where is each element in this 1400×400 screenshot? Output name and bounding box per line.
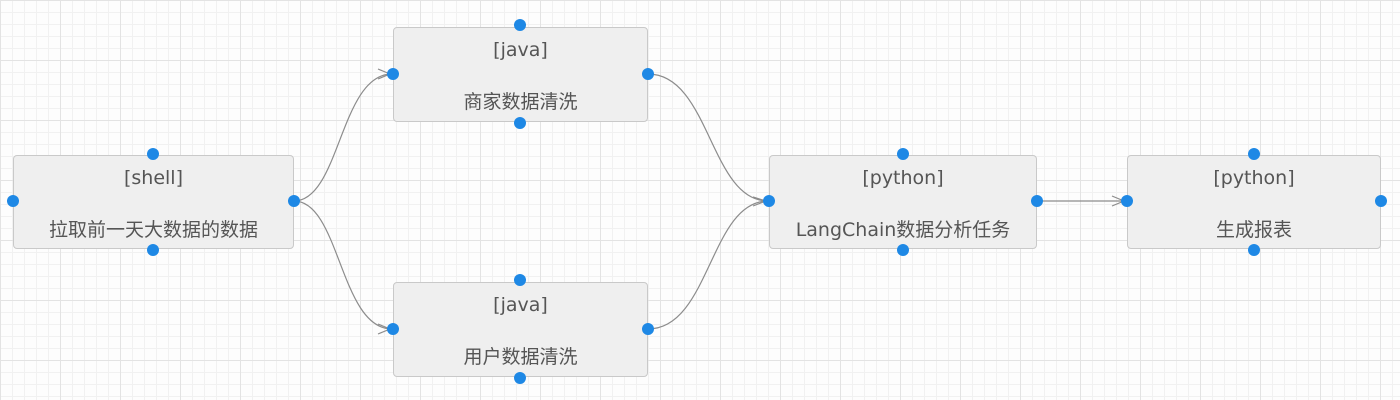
node-java-merchant[interactable]: [java] 商家数据清洗 (393, 27, 648, 122)
node-title: 生成报表 (1215, 219, 1292, 241)
port-shell-top[interactable] (147, 148, 159, 160)
node-shell[interactable]: [shell] 拉取前一天大数据的数据 (13, 155, 294, 249)
node-type-label: [python] (1213, 167, 1295, 189)
node-type-label: [shell] (123, 167, 183, 189)
port-user-top[interactable] (514, 274, 526, 286)
port-merchant-bottom[interactable] (514, 117, 526, 129)
node-python-analysis[interactable]: [python] LangChain数据分析任务 (769, 155, 1037, 249)
port-user-right[interactable] (642, 323, 654, 335)
edge-user-to-analysis[interactable] (647, 200, 769, 330)
node-type-label: [java] (493, 294, 548, 316)
port-merchant-left[interactable] (387, 68, 399, 80)
port-report-top[interactable] (1248, 148, 1260, 160)
port-shell-bottom[interactable] (147, 244, 159, 256)
port-analysis-bottom[interactable] (897, 244, 909, 256)
node-python-report[interactable]: [python] 生成报表 (1127, 155, 1381, 249)
port-report-right[interactable] (1375, 195, 1387, 207)
node-title: LangChain数据分析任务 (795, 219, 1011, 241)
port-analysis-left[interactable] (763, 195, 775, 207)
node-type-label: [python] (862, 167, 944, 189)
node-title: 用户数据清洗 (463, 346, 578, 368)
node-title: 商家数据清洗 (463, 91, 578, 113)
port-analysis-top[interactable] (897, 148, 909, 160)
port-report-bottom[interactable] (1248, 244, 1260, 256)
port-merchant-top[interactable] (514, 19, 526, 31)
port-analysis-right[interactable] (1031, 195, 1043, 207)
port-user-bottom[interactable] (514, 372, 526, 384)
port-shell-right[interactable] (288, 195, 300, 207)
port-shell-left[interactable] (7, 195, 19, 207)
node-type-label: [java] (493, 39, 548, 61)
port-user-left[interactable] (387, 323, 399, 335)
edge-shell-to-user[interactable] (293, 200, 393, 330)
edge-merchant-to-analysis[interactable] (647, 73, 769, 202)
node-java-user[interactable]: [java] 用户数据清洗 (393, 282, 648, 377)
node-title: 拉取前一天大数据的数据 (48, 219, 258, 241)
port-merchant-right[interactable] (642, 68, 654, 80)
edge-shell-to-merchant[interactable] (293, 73, 393, 202)
port-report-left[interactable] (1121, 195, 1133, 207)
